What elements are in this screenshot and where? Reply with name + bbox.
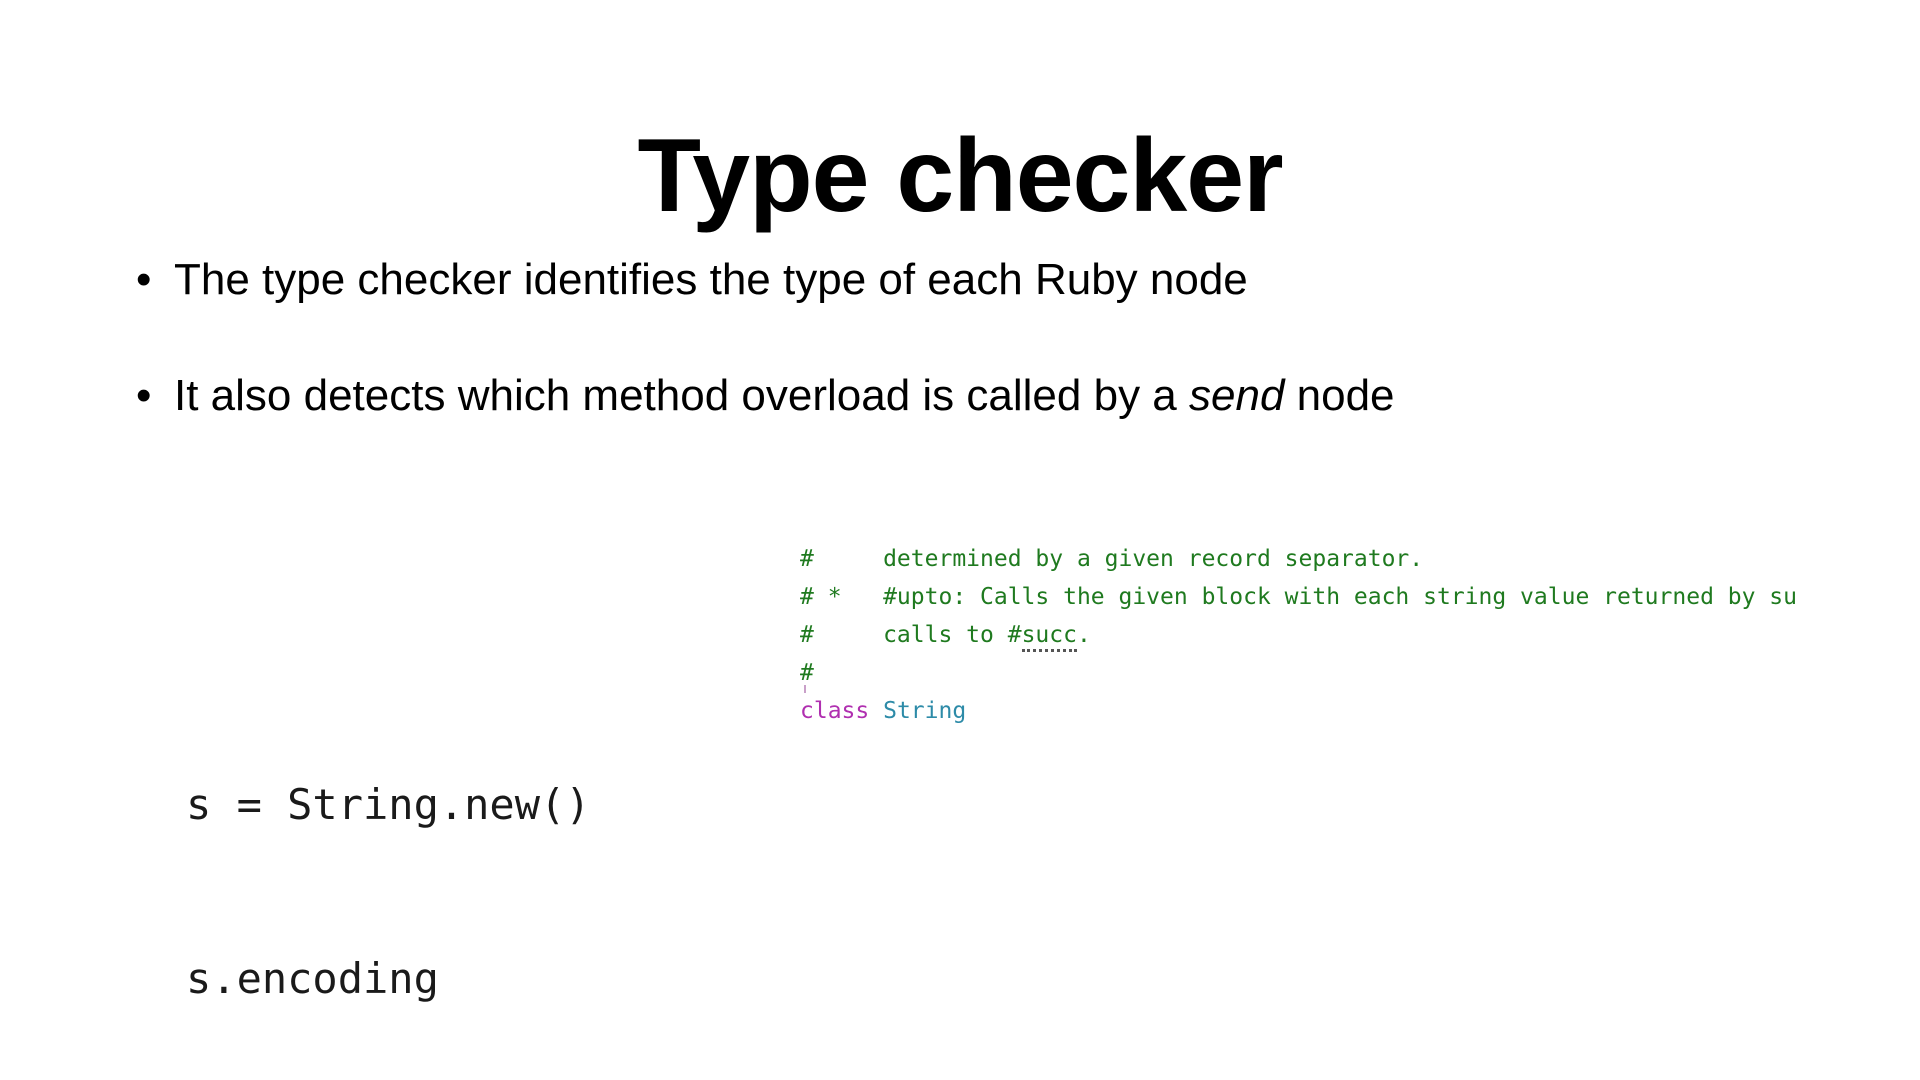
code-line: s = String.new() <box>186 780 591 829</box>
bullet-list: • The type checker identifies the type o… <box>130 250 1830 482</box>
bullet-text-tail: node <box>1284 371 1395 420</box>
spellcheck-underline: succ <box>1021 622 1077 652</box>
code-token: # <box>800 660 814 686</box>
text-caret <box>804 685 806 693</box>
page-title: Type checker <box>637 117 1283 234</box>
rbs-blank-line <box>800 920 1920 958</box>
rbs-outer-block: # determined by a given record separator… <box>800 540 1920 730</box>
code-token: String <box>883 698 967 724</box>
rbs-blank-line <box>800 806 1920 844</box>
code-token: class <box>800 698 870 724</box>
line-upto: # * #upto: Calls the given block with ea… <box>800 578 1920 616</box>
code-token: . <box>1076 622 1091 648</box>
code-line: s.encoding <box>186 954 439 1003</box>
line-class-string: class String <box>800 692 1920 730</box>
bullet-text: It also detects which method overload is… <box>174 366 1830 426</box>
bullet-text-part: The type checker identifies the type of … <box>174 255 1248 304</box>
rbs-panel-content: # determined by a given record separator… <box>800 478 1920 1038</box>
bullet-text: The type checker identifies the type of … <box>174 250 1830 310</box>
bullet-marker-icon: • <box>136 255 152 304</box>
line-hash-only-1: # <box>800 654 1920 692</box>
code-token: # calls to # <box>800 622 1022 648</box>
rbs-blank-line <box>800 1034 1920 1038</box>
bullet-text-emphasis: send <box>1189 371 1285 420</box>
line-calls-to-succ: # calls to #succ. <box>800 616 1920 654</box>
code-token: # * #upto: Calls the given block with ea… <box>800 584 1797 610</box>
list-item: • The type checker identifies the type o… <box>130 250 1830 310</box>
rbs-signature-panel: # determined by a given record separator… <box>800 478 1920 1038</box>
line-determined: # determined by a given record separator… <box>800 540 1920 578</box>
code-token <box>869 698 883 724</box>
code-token: # determined by a given record separator… <box>800 546 1424 572</box>
list-item: • It also detects which method overload … <box>130 366 1830 426</box>
bullet-marker-icon: • <box>136 371 152 420</box>
ruby-code-sample: s = String.new() s.encoding <box>186 660 591 1080</box>
bullet-text-part: It also detects which method overload is… <box>174 371 1189 420</box>
